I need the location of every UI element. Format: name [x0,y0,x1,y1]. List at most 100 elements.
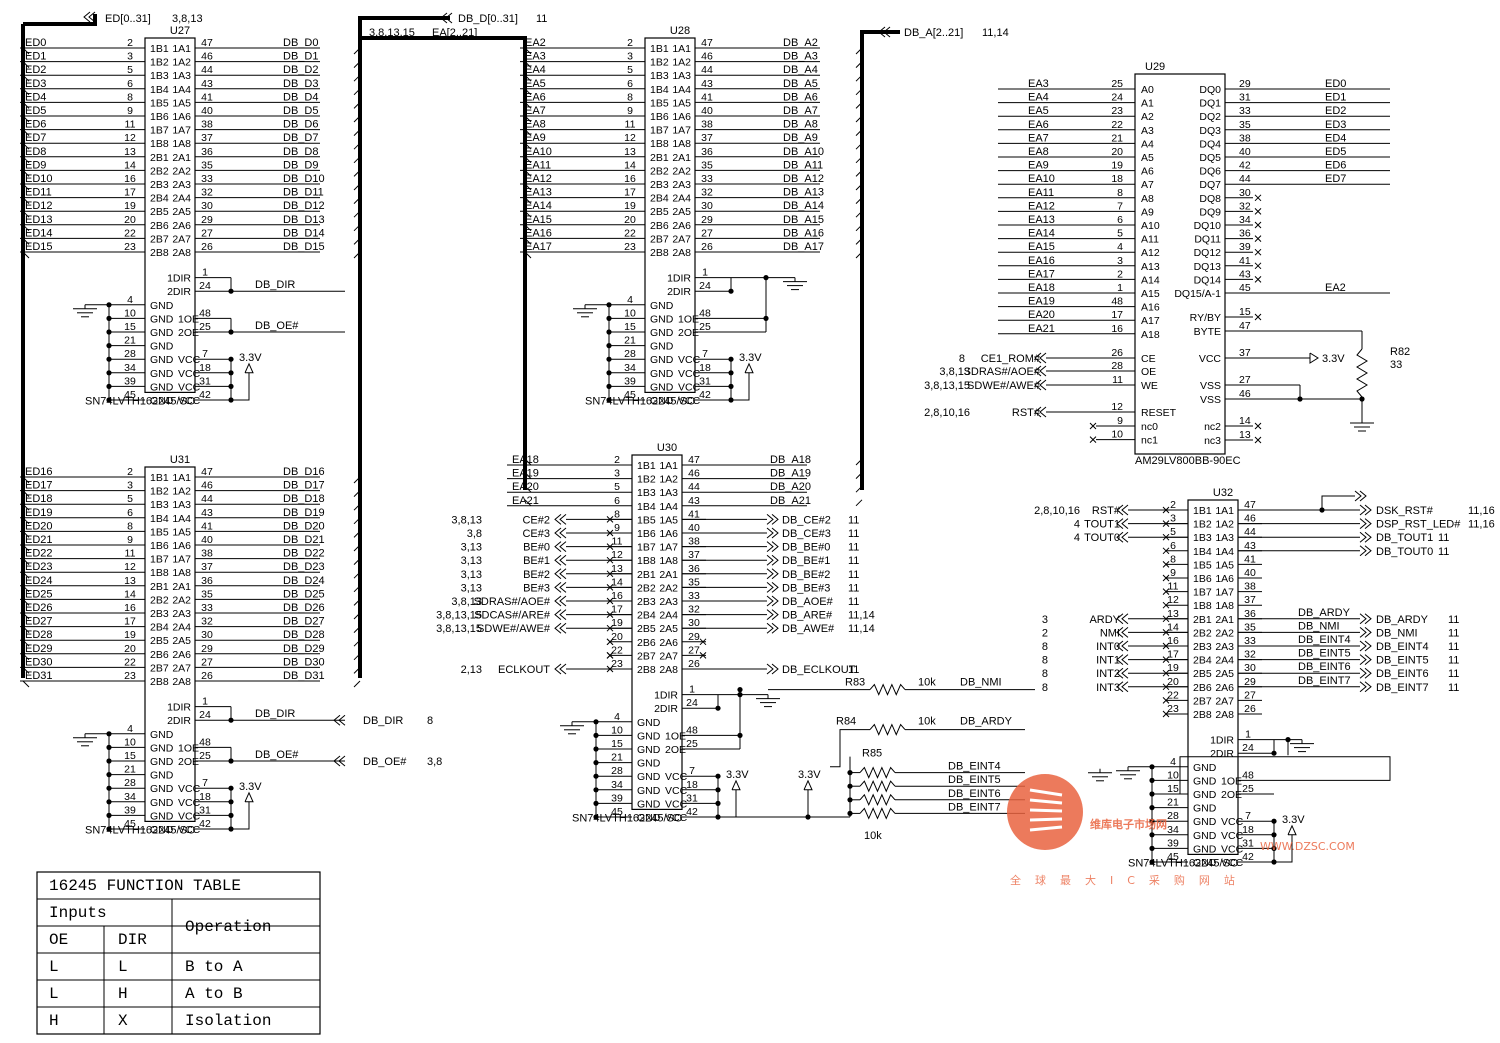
pin-number: 6 [1117,214,1123,226]
pin-number: 47 [701,37,713,49]
net-label: DB_A7 [783,105,818,117]
pin-number: 22 [124,227,136,239]
pin-name: 1B5 [1193,559,1212,571]
pin-name: 2A6 [172,220,191,232]
bus-entry [353,251,361,259]
pin-number: 14 [624,159,636,171]
pin-name: 1B6 [637,528,656,540]
pin-number: 28 [124,348,136,360]
page-ref: 3,13 [461,582,482,594]
page-ref: 11 [1438,546,1449,558]
pin-number: 8 [1117,187,1123,199]
page-ref: 2,8,10,16 [924,407,970,419]
pin-name: 1B2 [150,486,169,498]
page-ref: 11 [848,542,859,554]
pin-name: 1B7 [650,125,669,137]
junction-dot [1271,845,1277,852]
bus-entry [353,476,361,484]
net-label: ED20 [25,520,53,532]
pin-number: 32 [201,616,213,628]
pin-number: 35 [701,159,713,171]
pin-name: 2A8 [672,247,691,259]
pin-name: DQ9 [1199,206,1221,218]
pin-number: 24 [1111,92,1123,104]
pin-number: 18 [686,779,698,791]
pin-name: 2B1 [150,152,169,164]
watermark-logo-icon [1029,798,1063,805]
pin-name: VCC [665,798,688,810]
port-arrow [559,554,567,566]
pin-number: 35 [688,576,700,588]
pin-number: 48 [199,307,211,319]
pin-name: 2B6 [637,637,656,649]
bus-entry [524,485,532,493]
pin-name: 2B4 [637,610,656,622]
bus-entry [22,224,30,232]
pin-number: 37 [201,561,213,573]
pin-name: 2B3 [637,596,656,608]
pin-number: 40 [201,534,213,546]
junction-dot [228,383,234,389]
pin-number: 2 [127,466,133,478]
port-arrow [559,514,567,525]
no-connect [1089,436,1097,443]
pin-number: 36 [201,575,213,587]
port-arrow [1364,681,1372,693]
port-arrow [878,26,886,38]
pin-name: 2B3 [150,179,169,191]
table-cell: A to B [185,985,243,1003]
pin-name: 1OE [1221,775,1242,787]
pin-number: 40 [1239,146,1251,158]
net-label: ED3 [25,78,46,90]
net-label: DB_D8 [283,146,318,158]
pin-name: A0 [1141,84,1154,96]
net-label: DB_D7 [283,132,318,144]
port-arrow [1364,504,1372,516]
page-ref: 11 [848,582,859,594]
pin-name: DQ3 [1199,125,1221,137]
pin-number: 30 [201,200,213,212]
port-arrow [440,12,448,24]
pin-number: 35 [201,588,213,600]
pin-number: 4 [614,711,620,723]
pin-number: 7 [202,348,208,360]
pin-name: 2DIR [654,703,678,715]
pin-number: 19 [624,200,636,212]
pin-number: 25 [199,321,211,333]
junction-dot [1149,818,1155,824]
junction-dot [606,383,612,389]
pin-number: 42 [699,389,711,401]
port-label: DB_AOE# [782,596,834,608]
watermark-brand: 维库电子市场网 [1090,817,1167,831]
pin-name: 1A1 [172,43,191,55]
junction-dot [593,800,599,807]
resistor-r85 [859,779,896,793]
junction-dot [228,370,234,376]
pin-number: 33 [1244,635,1256,647]
port-arrow [333,714,341,726]
pin-name: VCC [178,797,201,809]
port-arrow [771,595,779,607]
net-label: DB_D4 [283,91,318,103]
pin-number: 41 [701,91,713,103]
junction-dot [728,370,734,376]
pin-number: 42 [686,806,698,818]
pin-number: 21 [1111,132,1123,144]
pin-number: 9 [627,105,633,117]
bus-entry [353,88,361,96]
pin-number: 1 [202,267,208,279]
pin-number: 18 [699,362,711,374]
pin-name: nc0 [1141,421,1158,433]
pin-number: 31 [199,375,211,387]
port-arrow [559,582,567,593]
pin-number: 1 [689,684,695,696]
pin-name: 1A5 [672,97,691,109]
pin-number: 23 [124,241,136,253]
pin-number: 5 [614,481,620,493]
pin-name: A4 [1141,138,1154,150]
pin-number: 18 [199,362,211,374]
net-label: ED0 [1325,78,1346,90]
port-arrow [1034,406,1042,418]
pin-name: GND [1193,816,1217,828]
pin-name: 2A7 [659,650,678,662]
